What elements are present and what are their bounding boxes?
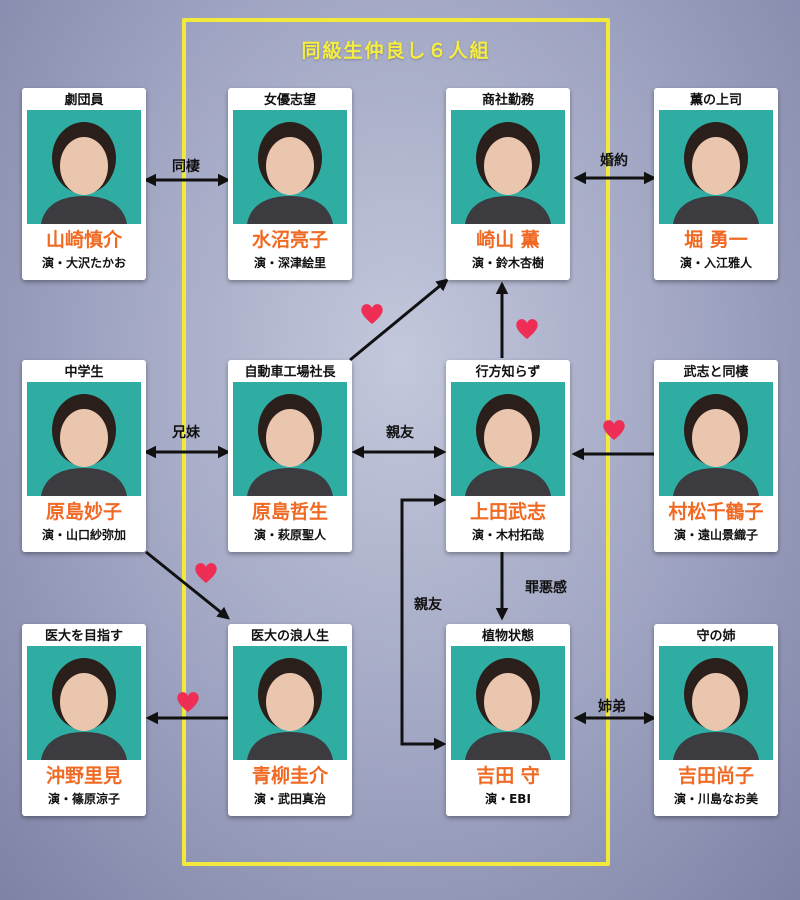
portrait-photo [659, 110, 773, 224]
portrait-photo [27, 382, 141, 496]
character-name: 崎山 薫 [476, 229, 540, 251]
actor-credit: 演・EBI [485, 792, 531, 806]
person-silhouette-icon [465, 122, 551, 224]
person-silhouette-icon [247, 394, 333, 496]
character-role: 医大を目指す [44, 629, 123, 644]
character-role: 医大の浪人生 [250, 629, 329, 644]
portrait-photo [233, 110, 347, 224]
heart-icon [361, 304, 383, 324]
relation-label-dousei: 同棲 [172, 159, 200, 175]
portrait-photo [451, 110, 565, 224]
character-card-tetsuo: 自動車工場社長 原島哲生 演・萩原聖人 [228, 360, 352, 552]
heart-icon [516, 319, 538, 339]
character-name: 沖野里見 [45, 765, 122, 787]
character-name: 堀 勇一 [684, 229, 748, 251]
person-silhouette-icon [673, 658, 759, 760]
actor-credit: 演・武田真治 [253, 792, 326, 806]
actor-credit: 演・鈴木杏樹 [471, 256, 544, 270]
character-role: 薫の上司 [689, 93, 742, 108]
person-silhouette-icon [465, 658, 551, 760]
relation-label-kyoudai: 兄妹 [172, 425, 200, 441]
portrait-photo [233, 646, 347, 760]
actor-credit: 演・木村拓哉 [471, 528, 544, 542]
portrait-photo [659, 646, 773, 760]
character-name: 青柳圭介 [251, 765, 328, 787]
line-ueda-mamoru-friend [400, 493, 447, 751]
line-taeko-aoyagi [145, 550, 230, 620]
character-name: 水沼亮子 [251, 229, 328, 251]
person-silhouette-icon [247, 658, 333, 760]
portrait-photo [233, 382, 347, 496]
relation-label-shitei: 姉弟 [598, 699, 626, 715]
character-card-yamazaki: 劇団員 山崎慎介 演・大沢たかお [22, 88, 146, 280]
character-role: 植物状態 [481, 629, 534, 644]
heart-icon [177, 692, 199, 712]
relation-label-shinyu-ueda-mamoru: 親友 [414, 597, 442, 613]
character-card-taeko: 中学生 原島妙子 演・山口紗弥加 [22, 360, 146, 552]
group-title: 同級生仲良し６人組 [301, 40, 491, 62]
portrait-photo [451, 382, 565, 496]
character-name: 村松千鶴子 [668, 501, 764, 523]
actor-credit: 演・川島なお美 [673, 792, 758, 806]
person-silhouette-icon [673, 122, 759, 224]
character-role: 商社勤務 [481, 93, 534, 108]
person-silhouette-icon [41, 658, 127, 760]
character-card-mamoru: 植物状態 吉田 守 演・EBI [446, 624, 570, 816]
six-friends-group-frame [182, 18, 610, 866]
character-name: 山崎慎介 [45, 229, 122, 251]
person-silhouette-icon [247, 122, 333, 224]
character-name: 原島妙子 [45, 501, 122, 523]
character-card-hori: 薫の上司 堀 勇一 演・入江雅人 [654, 88, 778, 280]
actor-credit: 演・深津絵里 [253, 256, 326, 270]
character-role: 自動車工場社長 [244, 365, 336, 380]
actor-credit: 演・入江雅人 [679, 256, 752, 270]
heart-icon [603, 420, 625, 440]
character-role: 女優志望 [263, 93, 316, 108]
character-card-muramatsu: 武志と同棲 村松千鶴子 演・遠山景織子 [654, 360, 778, 552]
character-card-mizunuma: 女優志望 水沼亮子 演・深津絵里 [228, 88, 352, 280]
heart-icon [195, 563, 217, 583]
relation-label-shinyu-tetsuo-ueda: 親友 [386, 425, 414, 441]
character-role: 武志と同棲 [683, 365, 749, 380]
person-silhouette-icon [465, 394, 551, 496]
character-name: 上田武志 [469, 501, 546, 523]
character-name: 吉田尚子 [677, 765, 754, 787]
actor-credit: 演・山口紗弥加 [41, 528, 126, 542]
actor-credit: 演・篠原涼子 [47, 792, 120, 806]
person-silhouette-icon [41, 394, 127, 496]
actor-credit: 演・遠山景織子 [673, 528, 758, 542]
character-role: 行方知らず [475, 365, 541, 380]
character-name: 原島哲生 [251, 501, 328, 523]
character-role: 守の姉 [696, 629, 736, 644]
character-name: 吉田 守 [476, 765, 540, 787]
person-silhouette-icon [673, 394, 759, 496]
person-silhouette-icon [41, 122, 127, 224]
relation-label-zaiakukan: 罪悪感 [525, 580, 567, 596]
actor-credit: 演・萩原聖人 [253, 528, 326, 542]
actor-credit: 演・大沢たかお [41, 256, 126, 270]
character-card-ueda: 行方知らず 上田武志 演・木村拓哉 [446, 360, 570, 552]
character-card-aoyagi: 医大の浪人生 青柳圭介 演・武田真治 [228, 624, 352, 816]
portrait-photo [659, 382, 773, 496]
character-card-sakiyama: 商社勤務 崎山 薫 演・鈴木杏樹 [446, 88, 570, 280]
character-role: 中学生 [64, 365, 104, 380]
line-tetsuo-sakiyama [349, 278, 449, 362]
portrait-photo [451, 646, 565, 760]
character-card-naoko: 守の姉 吉田尚子 演・川島なお美 [654, 624, 778, 816]
relation-label-konyaku: 婚約 [600, 153, 628, 169]
portrait-photo [27, 646, 141, 760]
character-card-okino: 医大を目指す 沖野里見 演・篠原涼子 [22, 624, 146, 816]
character-role: 劇団員 [64, 93, 104, 108]
portrait-photo [27, 110, 141, 224]
